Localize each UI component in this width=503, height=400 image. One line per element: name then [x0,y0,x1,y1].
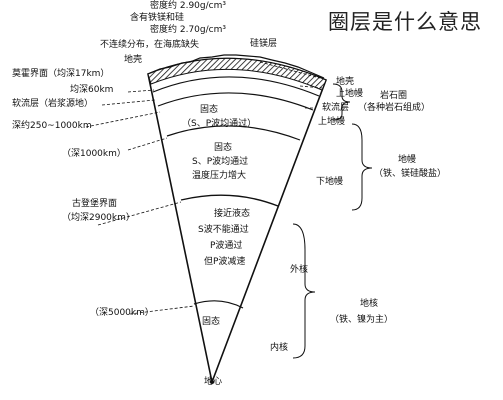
earth-center-dot [210,380,214,384]
density-note-1: 密度约 2.90g/cm³ [150,1,226,11]
outer-core-p-wave: P波通过 [210,241,243,251]
discontinuity-label: 不连续分布，在海底缺失 [100,40,200,50]
upper-mantle-boundary [166,125,301,141]
crust-right-label: 地壳 [336,77,355,87]
mantle-label: 地幔 [398,155,417,165]
mantle-note: （铁、镁硅酸盐） [374,169,447,179]
depth-1000-label: （深1000km） [62,149,126,159]
inner-core-label: 内核 [270,343,289,353]
gutenberg-depth-label: （均深2900km） [62,213,135,223]
outer-core-s-wave: S波不能通过 [198,225,249,235]
inner-core-state: 固态 [202,317,221,327]
upper-mantle-state: 固态 [200,105,219,115]
gutenberg-label: 古登堡界面 [72,199,118,209]
asthenosphere-right-label: 软流层 [322,103,350,113]
upper-mantle-waves: （S、P波均通过） [182,119,257,129]
lithosphere-boundary [152,76,320,97]
upper-mantle-right-label: 上地幔 [318,117,346,127]
lower-mantle-waves: S、P波均通过 [192,157,249,167]
lithosphere-depth-label: 均深60km [70,85,114,95]
surface-line [149,54,325,79]
crust-band [147,57,327,91]
core-label: 地核 [360,299,379,309]
density-note-2: 密度约 2.70g/cm³ [150,25,226,35]
earth-center-label: 地心 [204,377,223,387]
lithosphere-note: （各种岩石组成） [358,103,431,113]
lower-mantle-right-label: 下地幔 [316,177,344,187]
lithosphere-label: 岩石圈 [380,91,408,101]
crust-left-label: 地壳 [124,55,143,65]
leader-lines [85,61,323,315]
outer-core-label: 外核 [290,265,309,275]
lower-mantle-pressure: 温度压力增大 [192,171,247,181]
gutenberg-boundary [180,194,279,207]
outer-core-state: 接近液态 [214,209,251,219]
page-title: 圈层是什么意思 [328,10,482,34]
core-note: （铁、镍为主） [330,315,394,325]
right-braces [292,83,373,359]
earth-wedge [147,57,328,385]
depth-5000-label: （深5000km） [90,308,154,318]
lower-mantle-state: 固态 [214,143,233,153]
asthenosphere-depth-label: 深约250~1000km [12,121,92,131]
upper-mantle-top-label: 上地幔 [336,89,364,99]
outer-core-p-slow: 但P波减速 [204,257,246,267]
composition-note: 含有铁镁和硅 [130,13,185,23]
asthenosphere-left-label: 软流层（岩浆源地） [12,99,94,109]
moho-label: 莫霍界面（均深17km） [12,69,110,79]
mafic-layer-label: 硅镁层 [250,39,278,49]
inner-core-boundary [193,300,244,309]
asthenosphere-boundary [157,92,314,111]
